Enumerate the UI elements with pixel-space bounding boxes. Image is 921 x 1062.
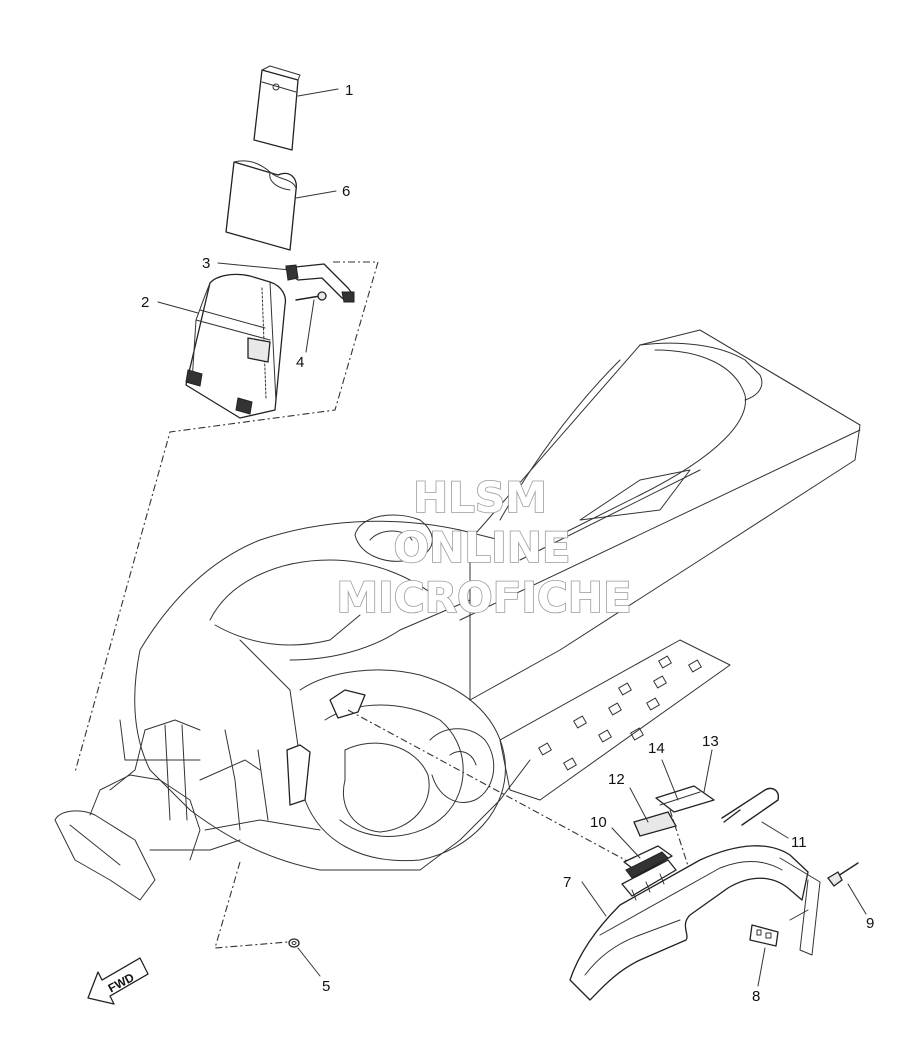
label-part-3: 3 [202,255,210,272]
part-number-labels: 1 2 3 4 5 6 7 8 9 10 11 12 13 14 [141,82,874,1005]
label-part-14: 14 [648,740,665,757]
part-6-sleeve [225,160,297,251]
part-11-rod [721,787,780,826]
part-8-label-plate [749,924,779,947]
label-part-4: 4 [296,354,304,371]
watermark-line-2: ONLINE [393,523,570,572]
part-9-bolt [827,862,859,887]
part-3-bracket [285,263,355,303]
label-part-11: 11 [791,834,807,851]
part-5-grommet [288,938,300,948]
watermark: HLSM ONLINE MICROFICHE [336,472,633,623]
label-part-7: 7 [563,874,571,891]
label-part-9: 9 [866,915,874,932]
label-part-5: 5 [322,978,330,995]
label-part-6: 6 [342,183,350,200]
part-1-pouch [253,65,301,151]
part-2-toolbag [185,273,287,419]
part-12-decal [633,811,677,837]
footrest-holes [538,655,702,771]
label-part-2: 2 [141,294,149,311]
part-10-rail-bracket [621,845,677,901]
label-part-1: 1 [345,82,353,99]
leader-lines [157,88,867,987]
label-part-13: 13 [702,733,719,750]
part-7-rear-flap [569,845,821,1001]
label-part-10: 10 [590,814,607,831]
part-4-rivet [295,291,327,301]
label-part-8: 8 [752,988,760,1005]
watermark-line-1: HLSM [413,473,547,522]
fwd-arrow-icon: FWD [87,957,149,1005]
label-part-12: 12 [608,771,625,788]
watermark-line-3: MICROFICHE [336,573,631,622]
snowmobile-body [54,329,861,901]
part-14-decal [655,785,715,813]
